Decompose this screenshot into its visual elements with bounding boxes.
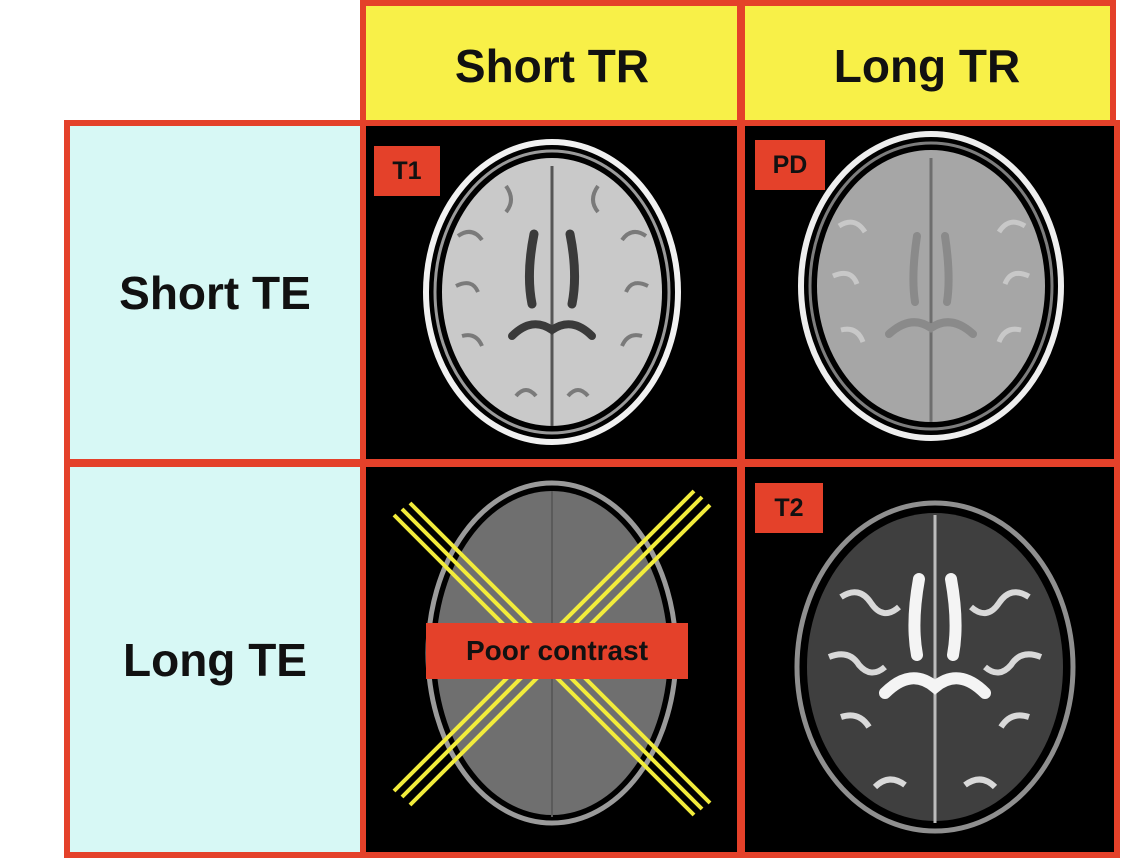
cell-pd: PD (745, 126, 1113, 459)
grid-vertical-divider (737, 120, 745, 858)
row-label-long-te: Long TE (70, 467, 360, 852)
cell-poor-contrast: Poor contrast (366, 467, 737, 852)
brain-scan-pd (798, 131, 1064, 441)
tag-t1: T1 (374, 146, 440, 196)
column-header-short-tr: Short TR (366, 6, 738, 126)
cell-t1: T1 (366, 126, 737, 459)
header-divider (737, 0, 745, 132)
grid-horizontal-divider (360, 459, 1120, 467)
cell-t2: T2 (745, 467, 1113, 852)
brain-scan-t2 (794, 500, 1076, 834)
tag-pd: PD (755, 140, 825, 190)
poor-contrast-label: Poor contrast (426, 623, 688, 679)
row-label-divider (64, 459, 366, 467)
column-header-long-tr: Long TR (744, 6, 1110, 126)
row-label-short-te: Short TE (70, 126, 360, 459)
tag-t2: T2 (755, 483, 823, 533)
brain-scan-t1 (423, 139, 681, 445)
